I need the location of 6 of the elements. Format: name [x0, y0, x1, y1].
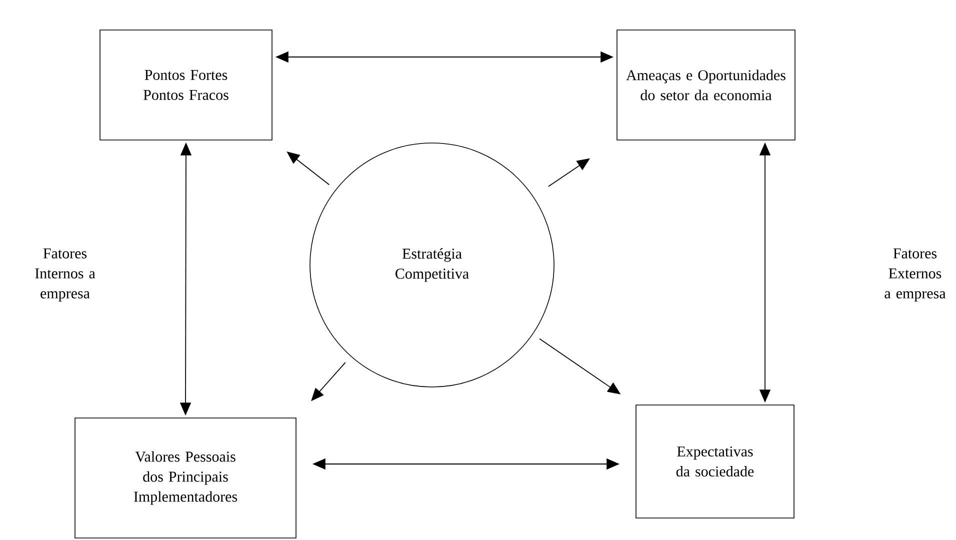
- side-label: Fatores Internos a empresa: [35, 248, 96, 302]
- box: Valores Pessoais dos Principais Implementadores: [74, 418, 296, 538]
- side-label: Fatores Externos a empresa: [884, 248, 946, 302]
- box: Pontos Fortes Pontos Fracos: [100, 30, 272, 140]
- box: Ameaças e Oportunidades do setor da economia: [616, 30, 796, 140]
- box: Expectativas da sociedade: [636, 404, 794, 518]
